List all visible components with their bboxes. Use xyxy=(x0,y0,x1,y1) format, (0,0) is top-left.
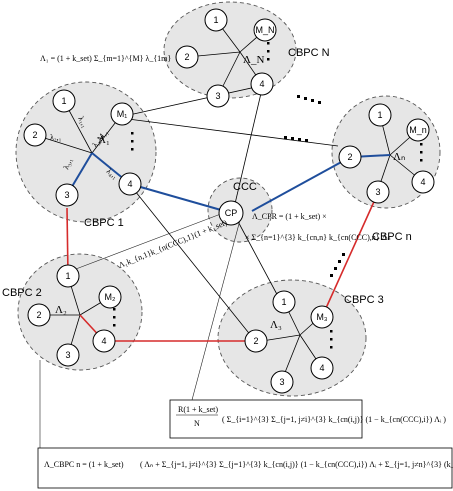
edge-c1-c3 xyxy=(130,185,253,338)
symbol-lambda3: Λ₃ xyxy=(270,319,282,331)
box2-body: ( Λₙ + Σ_{j=1, j≠i}^{3} Σ_{j=1}^{3} k_{c… xyxy=(140,460,453,469)
box1-denominator: N xyxy=(194,419,200,428)
label-cbpc2: CBPC 2 xyxy=(2,287,42,299)
svg-text:1: 1 xyxy=(377,110,382,120)
node[interactable] xyxy=(406,118,430,142)
node[interactable] xyxy=(310,305,334,329)
symbol-lambda1: Λ₁ xyxy=(98,134,110,146)
label-cbpc3: CBPC 3 xyxy=(344,294,384,306)
node[interactable] xyxy=(272,290,296,314)
symbol-l31: λ₃,₁ xyxy=(61,157,73,171)
svg-text:4: 4 xyxy=(127,179,132,189)
svg-text:M₃: M₃ xyxy=(316,312,327,322)
node[interactable] xyxy=(253,18,277,42)
cluster3-nodes: 1 2 3 4 M₃ xyxy=(244,290,334,394)
formula-box-2 xyxy=(37,447,453,489)
node[interactable] xyxy=(310,356,334,380)
label-cbpc1: CBPC 1 xyxy=(84,217,124,229)
svg-text:M₁: M₁ xyxy=(117,109,128,119)
svg-text:3: 3 xyxy=(64,190,69,200)
formula-box-1 xyxy=(169,399,363,439)
edge-cp-c3 xyxy=(233,213,281,301)
symbol-lambda2: Λ₂ xyxy=(55,304,67,316)
node[interactable] xyxy=(92,329,116,353)
svg-text:3: 3 xyxy=(279,377,284,387)
node[interactable] xyxy=(55,183,79,207)
node[interactable] xyxy=(366,180,390,204)
svg-text:2: 2 xyxy=(32,130,37,140)
formula-ccc-rate-2: × Σ_{n=1}^{3} k_{cn,n} k_{cn(CCC),n} Λₙ xyxy=(245,233,391,242)
node[interactable] xyxy=(338,145,362,169)
svg-text:3: 3 xyxy=(215,91,220,101)
node[interactable] xyxy=(23,123,47,147)
dots-cn-c3 xyxy=(330,253,345,277)
box1-numerator: R(1 + k_set) xyxy=(178,405,218,414)
node[interactable] xyxy=(56,343,80,367)
cluster1-nodes: 1 2 3 4 M₁ xyxy=(23,89,142,207)
node[interactable] xyxy=(368,103,392,127)
symbol-lambdaN: Λ_N xyxy=(243,54,264,66)
node[interactable] xyxy=(52,89,76,113)
node-cp[interactable] xyxy=(218,200,244,226)
node[interactable] xyxy=(411,170,435,194)
box1-body: ( Σ_{i=1}^{3} Σ_{j=1, j≠i}^{3} k_{cn(i,j… xyxy=(222,415,446,424)
svg-text:4: 4 xyxy=(259,79,264,89)
label-cbpcN: CBPC N xyxy=(288,47,330,59)
symbol-l21: λ₂,₁ xyxy=(50,133,62,142)
node[interactable] xyxy=(110,102,134,126)
node[interactable] xyxy=(206,84,230,108)
svg-text:M_n: M_n xyxy=(409,125,427,135)
svg-text:M_N: M_N xyxy=(255,25,274,35)
dots-c1-cn xyxy=(284,136,308,142)
cluster2-nodes: 1 2 3 4 M₂ xyxy=(27,264,122,367)
svg-text:4: 4 xyxy=(319,363,324,373)
svg-text:CP: CP xyxy=(225,208,238,218)
node[interactable] xyxy=(175,45,199,69)
svg-text:4: 4 xyxy=(420,177,425,187)
svg-text:1: 1 xyxy=(65,271,70,281)
node[interactable] xyxy=(244,329,268,353)
svg-text:M₂: M₂ xyxy=(105,292,116,302)
edge-cN-cp xyxy=(233,88,263,209)
edge-c2-cp xyxy=(67,211,227,273)
edge-c1-cn-upper xyxy=(119,117,339,147)
clusterN-nodes: 1 2 3 4 M_N xyxy=(175,8,277,108)
edge-cp-box xyxy=(191,219,241,401)
svg-text:2: 2 xyxy=(347,152,352,162)
svg-text:3: 3 xyxy=(65,350,70,360)
cluster-cbpc1 xyxy=(15,81,157,223)
svg-text:2: 2 xyxy=(36,310,41,320)
node[interactable] xyxy=(56,264,80,288)
node[interactable] xyxy=(270,370,294,394)
box2-lhs: Λ_CBPC n = (1 + k_set) xyxy=(44,460,124,469)
svg-text:2: 2 xyxy=(184,52,189,62)
node[interactable] xyxy=(204,8,228,32)
formula-ccc-rate: Λ_CPR = (1 + k_set) × xyxy=(252,212,327,221)
clustern-nodes: 1 2 3 4 M_n xyxy=(338,103,435,204)
edge-c1-cN xyxy=(128,86,257,116)
svg-text:1: 1 xyxy=(281,297,286,307)
node[interactable] xyxy=(118,172,142,196)
label-ccc: CCC xyxy=(233,181,257,193)
symbol-lambdan: Λₙ xyxy=(393,151,405,163)
node[interactable] xyxy=(98,285,122,309)
node[interactable] xyxy=(250,72,274,96)
node[interactable] xyxy=(27,303,51,327)
svg-text:2: 2 xyxy=(253,336,258,346)
svg-text:1: 1 xyxy=(213,15,218,25)
dots-cN-cn xyxy=(297,95,321,104)
svg-text:1: 1 xyxy=(61,96,66,106)
label-cbpcn: CBPC n xyxy=(372,231,412,243)
formula-diag-edge: Λ₁k_{n,1}k_{n(CCC),1}(1 + k_set) xyxy=(117,218,228,270)
formula-lambda1: Λ₁ = (1 + k_set) Σ_{m=1}^{M} λ_{1m} xyxy=(40,54,171,63)
svg-text:4: 4 xyxy=(101,336,106,346)
svg-text:3: 3 xyxy=(375,187,380,197)
